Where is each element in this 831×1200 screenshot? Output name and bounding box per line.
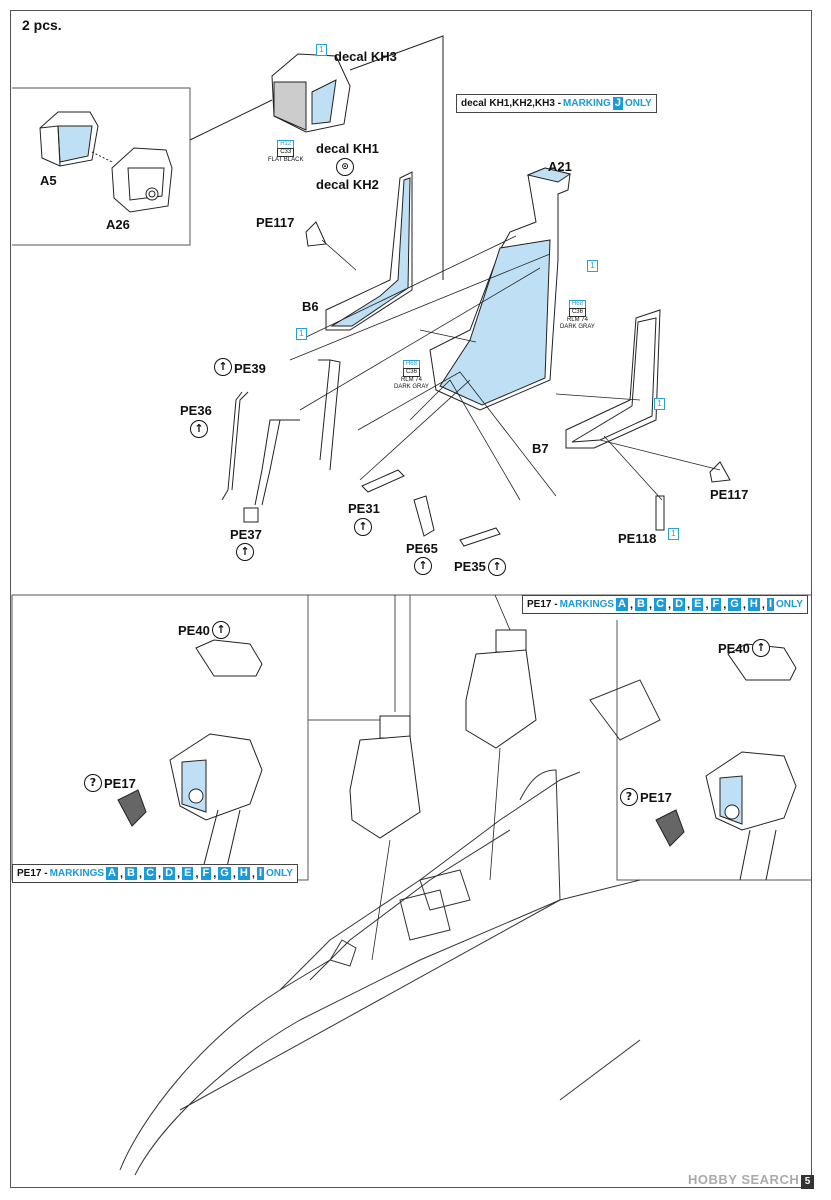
marking-tag: B [635, 598, 647, 611]
banner-prefix: PE17 - [527, 599, 558, 610]
bend-icon: ↑ [212, 621, 230, 639]
bend-icon: ↑ [414, 557, 432, 575]
paint-name-flat-black: FLAT BLACK [268, 157, 304, 163]
part-pe117-right-label: PE117 [710, 487, 749, 502]
cockpit-seats [349, 629, 537, 839]
bend-icon: ↑ [214, 358, 232, 376]
bend-icon: ↑ [190, 420, 208, 438]
marking-tag: C [144, 867, 157, 880]
decal-kh3-label: decal KH3 [334, 49, 397, 64]
marking-tag: D [163, 867, 176, 880]
decal-kh1-label: decal KH1 [316, 141, 379, 156]
question-icon: ? [84, 774, 102, 792]
step-marker: 1 [654, 398, 665, 410]
part-b7-label: B7 [532, 441, 549, 456]
marking-tag: A [106, 867, 118, 880]
bend-icon: ↑ [752, 639, 770, 657]
part-pe40-right-label: PE40 [718, 641, 750, 656]
watermark: HOBBY SEARCH [688, 1172, 800, 1187]
marking-tag: G [218, 867, 231, 880]
paint-rlm74-upper: H68 C36 RLM 74 DARK GRAY [560, 300, 595, 331]
part-pe117-left-label: PE117 [256, 215, 295, 230]
page-number: 5 [801, 1175, 814, 1189]
marking-tag: J [612, 97, 623, 110]
banner-word: MARKING [563, 98, 611, 109]
banner-word: MARKINGS [559, 599, 615, 610]
marking-tag: D [673, 598, 686, 611]
leader-lines [289, 235, 721, 501]
bend-icon: ↑ [488, 558, 506, 576]
paint-name-rlm74: RLM 74 [400, 377, 422, 383]
marking-tag: H [747, 598, 760, 611]
side-panel-b6 [325, 171, 413, 331]
banner-suffix: ONLY [266, 868, 293, 879]
part-pe35-label: PE35 [454, 559, 486, 574]
marking-tag: I [256, 867, 264, 880]
marking-tag: H [237, 867, 250, 880]
question-icon: ? [620, 788, 638, 806]
part-a21-label: A21 [548, 159, 572, 174]
paint-code-c36: C36 [402, 368, 420, 377]
banner-suffix: ONLY [624, 98, 652, 109]
marking-tag: F [200, 867, 212, 880]
decal-kh2-label: decal KH2 [316, 177, 379, 192]
part-a26-label: A26 [106, 217, 130, 232]
part-pe37-label: PE37 [230, 527, 262, 542]
pe17-left-detail [117, 639, 263, 881]
paint-name-dark-gray: DARK GRAY [560, 324, 595, 330]
paint-name-rlm74: RLM 74 [566, 317, 588, 323]
banner-suffix: ONLY [776, 599, 803, 610]
paint-flat-black: H12 C33 FLAT BLACK [268, 140, 303, 164]
marking-tag: A [616, 598, 628, 611]
paint-name-dark-gray: DARK GRAY [394, 384, 429, 390]
step-marker: 1 [668, 528, 679, 540]
banner-pe17-top: PE17 - MARKINGS A, B, C, D, E, F, G, H, … [522, 595, 808, 614]
step-marker: 1 [587, 260, 598, 272]
banner-prefix: PE17 - [17, 868, 48, 879]
banner-kh-marking: decal KH1,KH2,KH3 - MARKING J ONLY [456, 94, 657, 113]
inset-a5-a26 [39, 111, 173, 213]
part-pe31-label: PE31 [348, 501, 380, 516]
part-pe118-label: PE118 [618, 531, 657, 546]
pe17-right-detail [655, 643, 797, 881]
banner-prefix: decal KH1,KH2,KH3 - [461, 98, 562, 109]
seat-leaders [371, 594, 511, 961]
bend-icon: ↑ [236, 543, 254, 561]
step-marker: 1 [316, 44, 327, 56]
part-pe39-label: PE39 [234, 361, 266, 376]
small-pe-parts [305, 221, 731, 547]
quantity-label: 2 pcs. [22, 17, 62, 33]
marking-tag: E [182, 867, 194, 880]
harness-belts [221, 359, 341, 523]
part-pe65-label: PE65 [406, 541, 438, 556]
headrest-decals [189, 35, 444, 280]
banner-pe17-left: PE17 - MARKINGS A, B, C, D, E, F, G, H, … [12, 864, 298, 883]
step-marker: 1 [296, 328, 307, 340]
paint-rlm74-lower: H68 C36 RLM 74 DARK GRAY [394, 360, 429, 391]
banner-word: MARKINGS [49, 868, 105, 879]
fuselage-outline [119, 679, 661, 1176]
bend-icon: ↑ [354, 518, 372, 536]
part-a5-label: A5 [40, 173, 57, 188]
part-pe17-left-label: PE17 [104, 776, 136, 791]
marking-tag: B [125, 867, 137, 880]
marking-tag: G [728, 598, 741, 611]
page-frame [10, 10, 812, 1188]
decal-kh2-symbol: ⊙ [336, 158, 354, 176]
marking-tag: C [654, 598, 667, 611]
part-pe17-right-label: PE17 [640, 790, 672, 805]
marking-tag: I [766, 598, 774, 611]
part-b6-label: B6 [302, 299, 319, 314]
part-pe36-label: PE36 [180, 403, 212, 418]
paint-code-c33: C33 [277, 148, 295, 157]
marking-tag: E [692, 598, 704, 611]
paint-code-c36: C36 [568, 308, 586, 317]
marking-tag: F [710, 598, 722, 611]
part-pe40-left-label: PE40 [178, 623, 210, 638]
seat-main [429, 167, 572, 411]
